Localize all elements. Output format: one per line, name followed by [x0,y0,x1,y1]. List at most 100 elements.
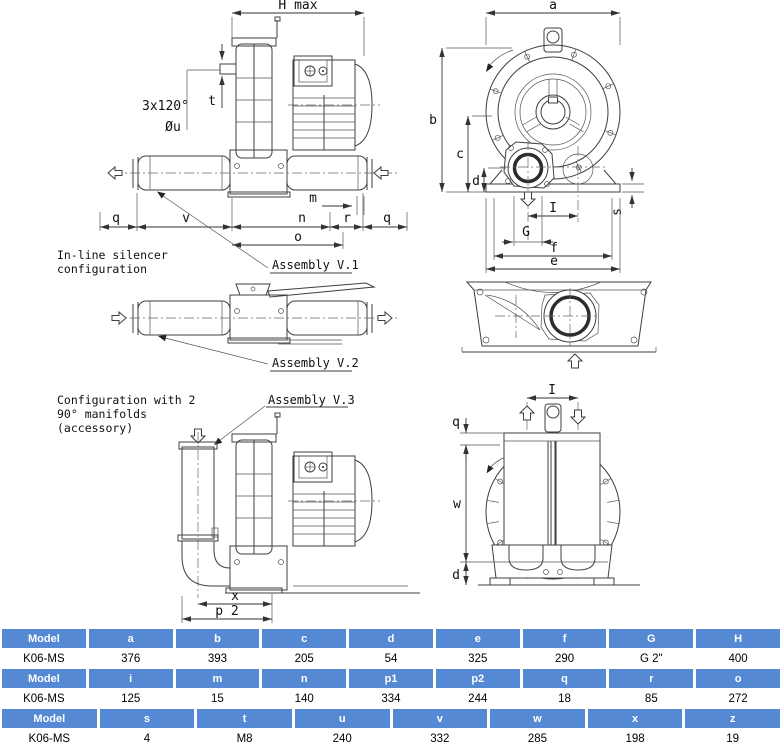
flow-arrow-left-in [111,310,127,326]
t2-cell-p2: 244 [435,689,520,708]
t1-header-e: e [435,629,520,648]
assembly-v3-label: Assembly V.3 [268,393,355,407]
t1-cell-a: 376 [88,649,173,668]
t1-cell-d: 54 [349,649,433,668]
t3-header-x: x [587,709,683,728]
t3-cell-model: K06-MS [2,729,97,748]
manifold-muffler [177,432,231,598]
inline-config-note-line2: configuration [57,262,147,276]
dim-label-s: s [610,208,625,216]
t2-header-m: m [175,669,260,688]
inline-silencers [112,149,398,198]
t3-header-t: t [197,709,292,728]
t1-cell-model: K06-MS [2,649,86,668]
dim-label-v: v [182,211,190,226]
dim-label-c: c [456,147,464,162]
vertical-silencer [219,16,281,159]
dim-label-d: d [472,174,480,189]
dim-label-o: o [294,230,302,245]
t3-header-z: z [685,709,780,728]
t2-cell-i: 125 [88,689,173,708]
dim-label-i: I [549,201,557,216]
t3-header-w: w [490,709,585,728]
dim-label-q2: q [383,211,391,226]
dim-label-m: m [309,191,317,206]
t1-header-c: c [262,629,347,648]
dim-label-phi-u: Øu [165,120,181,135]
motor-v3 [288,451,380,547]
t1-header-model: Model [2,629,86,648]
silencer-stud [219,63,237,75]
t2-cell-q: 18 [522,689,607,708]
t3-cell-v: 332 [392,729,488,748]
t2-cell-o: 272 [696,689,780,708]
dim-label-b: b [429,113,437,128]
t3-header-u: u [294,709,390,728]
technical-drawing: H max [57,0,657,623]
view-assembly-v3: Configuration with 2 90° manifolds (acce… [57,393,420,623]
flow-arrow-right-out [377,310,393,326]
dim-label-a: a [549,0,557,13]
t3-cell-w: 285 [490,729,585,748]
t1-header-d: d [349,629,433,648]
dimension-table-1: Model a b c d e f G H K06-MS 376 393 205… [2,629,780,668]
assembly-v2-label: Assembly V.2 [272,356,359,370]
view-assembly-v2: Assembly V.2 [111,282,398,372]
dim-label-r: r [343,211,351,226]
dim-label-angle: 3x120° [142,99,189,114]
t2-header-r: r [609,669,694,688]
t3-cell-s: 4 [99,729,195,748]
dim-label-h-max: H max [278,0,317,13]
pump-body-v3 [229,545,288,591]
t2-header-i: i [88,669,173,688]
t1-header-G: G [609,629,694,648]
assembly-v1-label: Assembly V.1 [272,258,359,272]
manifold-block [503,432,601,570]
dim-label-i2: I [548,383,556,398]
view-bottom [461,281,657,369]
t1-cell-e: 325 [435,649,520,668]
shaft-keyway [548,96,558,104]
dim-label-x: x [231,589,239,604]
t1-cell-H: 400 [696,649,780,668]
flow-arrow-down-rear [569,409,587,425]
dim-label-t: t [208,94,216,109]
t2-cell-r: 85 [609,689,694,708]
view-front: a [429,0,644,273]
t1-header-a: a [88,629,173,648]
dim-label-f: f [550,241,558,256]
t2-header-model: Model [2,669,86,688]
dim-label-g: G [522,225,530,240]
pump-body-v2 [229,294,288,341]
dimension-tables: Model a b c d e f G H K06-MS 376 393 205… [0,628,782,750]
motor [288,55,380,151]
t2-cell-model: K06-MS [2,689,86,708]
dim-label-p2: p 2 [215,604,238,619]
t2-header-n: n [262,669,347,688]
t2-cell-m: 15 [175,689,260,708]
view-rear-manifolds: I [452,383,640,586]
t2-header-q: q [522,669,607,688]
t3-header-v: v [392,709,488,728]
pump-body [229,149,288,195]
t2-header-p2: p2 [435,669,520,688]
pump-front-cover [478,544,640,586]
t3-header-model: Model [2,709,97,728]
flow-arrow-up [566,353,584,369]
t3-cell-x: 198 [587,729,683,748]
view-assembly-v1: H max [57,0,408,276]
t1-header-b: b [175,629,260,648]
dim-label-d2: d [452,568,460,583]
manifold-note-line3: (accessory) [57,421,133,435]
t1-cell-b: 393 [175,649,260,668]
t2-header-o: o [696,669,780,688]
dim-label-q: q [112,211,120,226]
lifting-eye [543,27,563,53]
port-flange [503,141,555,189]
terminal-box [293,55,333,87]
dimension-table-2: Model i m n p1 p2 q r o K06-MS 125 15 14… [2,669,780,708]
t2-cell-n: 140 [262,689,347,708]
t1-header-H: H [696,629,780,648]
t3-header-s: s [99,709,195,728]
